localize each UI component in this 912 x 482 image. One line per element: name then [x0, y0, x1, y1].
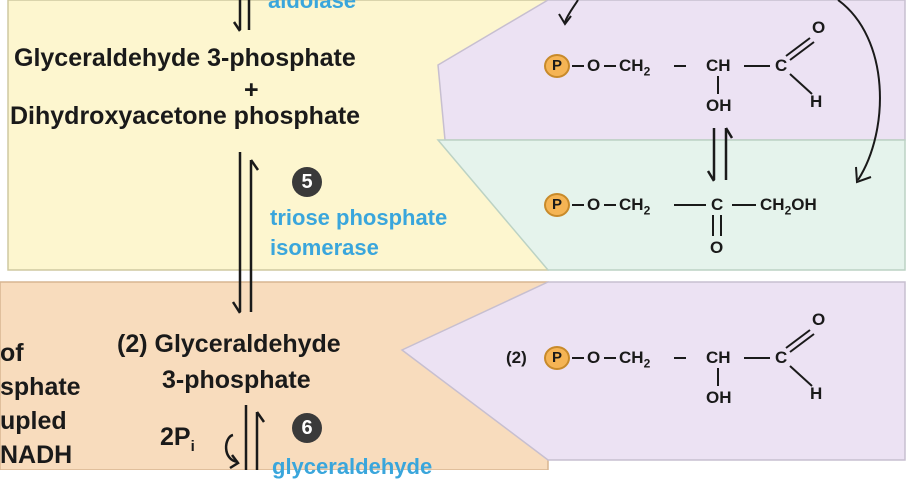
equilibrium-arrow-aldolase [232, 0, 251, 32]
enzyme-triose-phosphate-isomerase-line2: isomerase [270, 235, 379, 260]
step6-orange-panel [0, 281, 549, 470]
dhap-ch2oh: CH2OH [760, 195, 817, 218]
step-5-badge: 5 [292, 167, 322, 197]
g3p-oxygen: O [587, 56, 601, 75]
dhap-bonds [572, 204, 756, 236]
dihydroxyacetone-phosphate-label: Dihydroxyacetone phosphate [10, 102, 361, 130]
dhap-carbonyl-oxygen: O [710, 238, 724, 257]
equilibrium-arrow-isomerization [706, 127, 734, 182]
glyceraldehyde-3-phosphate-x2-line1: (2) Glyceraldehyde [117, 330, 341, 358]
left-text-fragment-1: of [0, 339, 24, 367]
equilibrium-arrow-step5 [231, 152, 260, 314]
curved-arrow-left [558, 0, 579, 26]
g3p-x2-oxygen: O [587, 348, 601, 367]
g3p-x2-coefficient: (2) [506, 348, 527, 367]
g3p-carbonyl-carbon: C [775, 56, 788, 75]
left-text-fragment-2: sphate [0, 373, 81, 401]
equilibrium-arrow-step6 [224, 405, 266, 470]
enzyme-triose-phosphate-isomerase-line1: triose phosphate [270, 205, 448, 230]
g3p-x2-ch: CH [706, 348, 731, 367]
g3p-x2-hydroxyl: OH [706, 388, 732, 407]
g3p-x2-structure-panel [400, 281, 906, 461]
g3p-aldehyde-hydrogen: H [810, 92, 823, 111]
curved-arrow-right [837, 0, 881, 184]
g3p-x2-aldehyde-hydrogen: H [810, 384, 823, 403]
phosphate-cofactor-subscript: i [190, 438, 195, 455]
g3p-bonds [572, 37, 815, 95]
g3p-x2-ch2: CH2 [619, 348, 651, 371]
g3p-x2-carbonyl-oxygen: O [812, 310, 826, 329]
left-text-fragment-3: upled [0, 407, 67, 435]
g3p-phosphate-icon: P [544, 54, 570, 78]
dhap-phosphate-icon: P [544, 193, 570, 217]
g3p-x2-carbonyl-carbon: C [775, 348, 788, 367]
dhap-structure-panel [436, 139, 906, 271]
dhap-carbonyl-carbon: C [711, 195, 724, 214]
g3p-ch: CH [706, 56, 731, 75]
g3p-hydroxyl: OH [706, 96, 732, 115]
g3p-carbonyl-oxygen: O [812, 18, 826, 37]
enzyme-aldolase-fragment: aldolase [268, 0, 357, 13]
g3p-x2-phosphate-icon: P [544, 346, 570, 370]
g3p-x2-bonds [572, 329, 815, 387]
glyceraldehyde-3-phosphate-x2-line2: 3-phosphate [162, 366, 311, 394]
dhap-oxygen: O [587, 195, 601, 214]
phosphate-cofactor-label: 2Pi [160, 423, 195, 455]
dhap-ch2: CH2 [619, 195, 651, 218]
left-text-fragment-4: NADH [0, 441, 73, 469]
enzyme-glyceraldehyde-fragment: glyceraldehyde [272, 454, 433, 479]
plus-sign: + [244, 76, 259, 104]
glycolysis-diagram [0, 0, 906, 470]
g3p-ch2: CH2 [619, 56, 651, 79]
step-6-badge: 6 [292, 413, 322, 443]
glyceraldehyde-3-phosphate-label: Glyceraldehyde 3-phosphate [14, 44, 356, 72]
